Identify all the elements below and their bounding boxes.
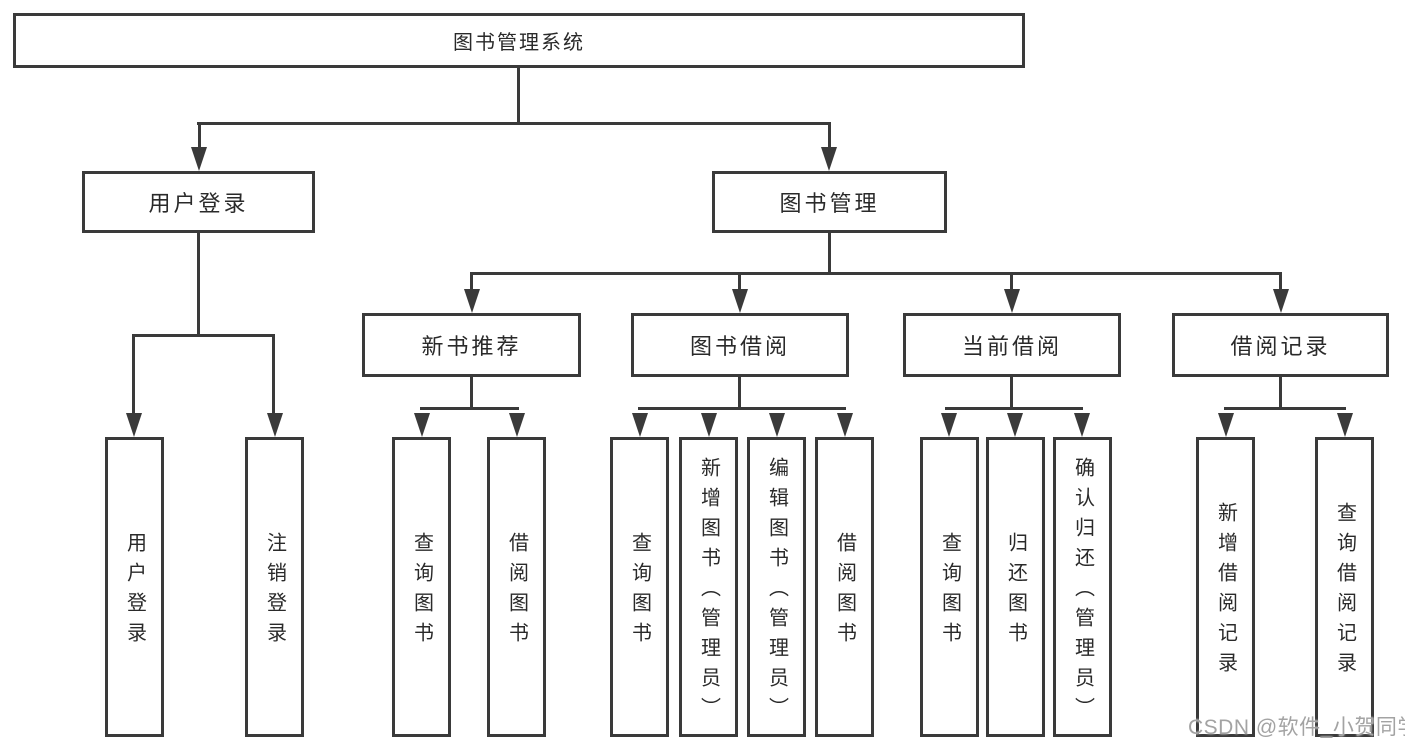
- leaf-query-books-recommend: 查询图书: [392, 437, 451, 737]
- arrow-down: [732, 289, 748, 313]
- connector-line: [738, 272, 741, 292]
- connector-line: [638, 407, 846, 410]
- node-label: 用户登录: [148, 191, 249, 216]
- node-label: 新增借阅记录: [1214, 502, 1237, 682]
- node-label: 注销登录: [263, 532, 286, 652]
- arrow-down: [414, 413, 430, 437]
- leaf-user-login: 用户登录: [105, 437, 164, 737]
- connector-line: [1010, 272, 1013, 292]
- connector-line: [198, 122, 201, 150]
- arrow-down: [1337, 413, 1353, 437]
- node-label: 查询图书: [410, 532, 433, 652]
- leaf-return-books: 归还图书: [986, 437, 1045, 737]
- node-book-management: 图书管理: [712, 171, 947, 233]
- node-label: 借阅图书: [833, 532, 856, 652]
- connector-line: [197, 122, 831, 125]
- node-label: 图书管理系统: [453, 32, 585, 54]
- connector-line: [272, 334, 275, 415]
- node-book-borrowing: 图书借阅: [631, 313, 849, 377]
- node-label: 用户登录: [123, 532, 146, 652]
- node-label: 新增图书（管理员）: [697, 457, 720, 727]
- connector-line: [132, 334, 135, 415]
- connector-line: [470, 272, 1282, 275]
- node-new-book-recommendation: 新书推荐: [362, 313, 581, 377]
- arrow-down: [1218, 413, 1234, 437]
- node-borrowing-records: 借阅记录: [1172, 313, 1389, 377]
- node-label: 查询借阅记录: [1333, 502, 1356, 682]
- node-label: 查询图书: [628, 532, 651, 652]
- leaf-add-borrow-record: 新增借阅记录: [1196, 437, 1255, 737]
- leaf-logout-login: 注销登录: [245, 437, 304, 737]
- arrow-down: [1074, 413, 1090, 437]
- node-label: 借阅记录: [1230, 334, 1331, 359]
- node-label: 新书推荐: [421, 334, 522, 359]
- connector-line: [828, 122, 831, 150]
- node-label: 查询图书: [938, 532, 961, 652]
- csdn-watermark: CSDN @软件_小贺同学: [1188, 716, 1405, 739]
- arrow-down: [821, 147, 837, 171]
- leaf-borrow-books-recommend: 借阅图书: [487, 437, 546, 737]
- connector-line: [420, 407, 519, 410]
- arrow-down: [464, 289, 480, 313]
- arrow-down: [701, 413, 717, 437]
- arrow-down: [191, 147, 207, 171]
- connector-line: [470, 377, 473, 410]
- leaf-edit-books-admin: 编辑图书（管理员）: [747, 437, 806, 737]
- arrow-down: [1007, 413, 1023, 437]
- connector-line: [945, 407, 1083, 410]
- node-label: 编辑图书（管理员）: [765, 457, 788, 727]
- node-label: 图书借阅: [689, 334, 790, 359]
- leaf-confirm-return-admin: 确认归还（管理员）: [1053, 437, 1112, 737]
- leaf-query-borrow-record: 查询借阅记录: [1315, 437, 1374, 737]
- leaf-query-books-current: 查询图书: [920, 437, 979, 737]
- arrow-down: [126, 413, 142, 437]
- node-library-management-system: 图书管理系统: [13, 13, 1025, 68]
- node-label: 借阅图书: [505, 532, 528, 652]
- connector-line: [1224, 407, 1346, 410]
- leaf-borrow-books: 借阅图书: [815, 437, 874, 737]
- connector-line: [470, 272, 473, 292]
- connector-line: [1279, 272, 1282, 292]
- connector-line: [828, 233, 831, 275]
- node-user-login: 用户登录: [82, 171, 315, 233]
- node-current-borrowing: 当前借阅: [903, 313, 1121, 377]
- connector-line: [1279, 377, 1282, 410]
- arrow-down: [267, 413, 283, 437]
- connector-line: [738, 377, 741, 410]
- node-label: 归还图书: [1004, 532, 1027, 652]
- node-label: 图书管理: [779, 191, 880, 216]
- leaf-query-books-borrow: 查询图书: [610, 437, 669, 737]
- node-label: 当前借阅: [961, 334, 1062, 359]
- connector-line: [1010, 377, 1013, 410]
- node-label: 确认归还（管理员）: [1071, 457, 1094, 727]
- arrow-down: [769, 413, 785, 437]
- arrow-down: [1273, 289, 1289, 313]
- arrow-down: [837, 413, 853, 437]
- connector-line: [517, 68, 520, 125]
- arrow-down: [1004, 289, 1020, 313]
- arrow-down: [941, 413, 957, 437]
- connector-line: [197, 233, 200, 336]
- connector-line: [132, 334, 275, 337]
- arrow-down: [632, 413, 648, 437]
- arrow-down: [509, 413, 525, 437]
- leaf-add-books-admin: 新增图书（管理员）: [679, 437, 738, 737]
